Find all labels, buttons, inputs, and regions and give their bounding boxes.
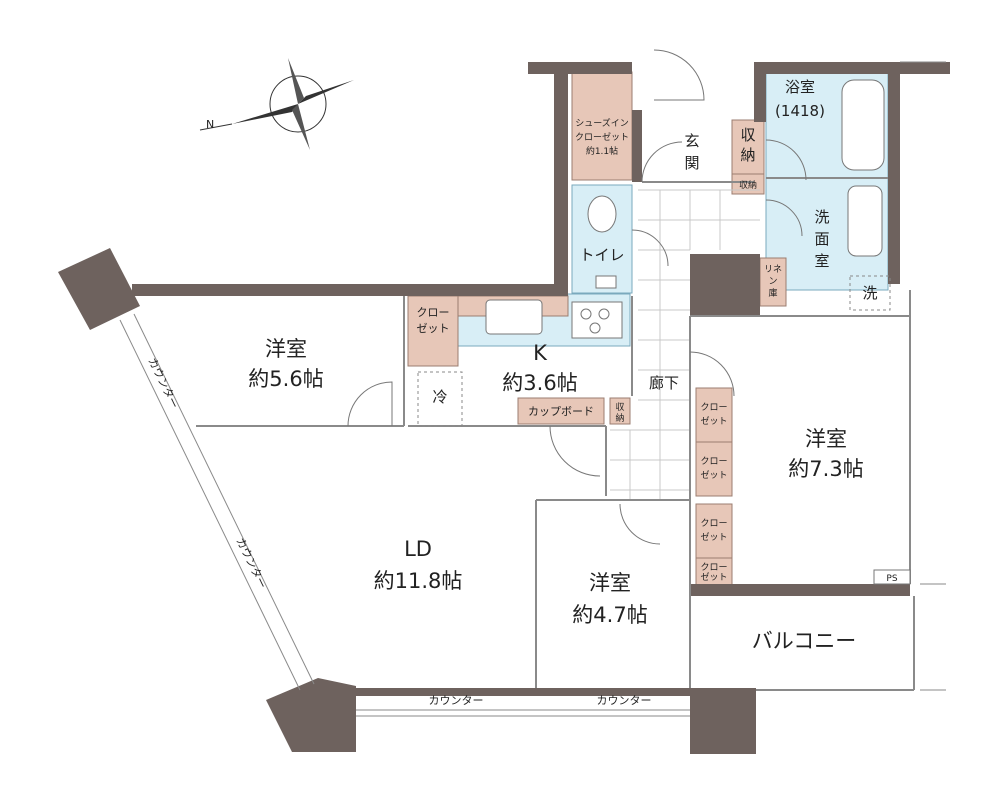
- closet-v2-line1: クロー: [700, 456, 727, 467]
- north-label: N: [206, 118, 214, 131]
- storage-big-line2: 納: [740, 146, 755, 164]
- room-hallway-name: 廊下: [649, 374, 679, 392]
- storage-tiny-line1: 収: [615, 401, 624, 413]
- room-ld-name: LD: [404, 537, 432, 561]
- storage-tiny: [609, 397, 631, 425]
- closet-v3-line1: クロー: [700, 518, 727, 529]
- storage-big: [731, 119, 765, 175]
- storage-small: [731, 173, 765, 195]
- closet-a-line2: ゼット: [417, 322, 450, 335]
- closet-v2: [695, 441, 733, 497]
- room-western-47-size: 約4.7帖: [572, 603, 647, 627]
- closet-v1-line1: クロー: [700, 402, 727, 413]
- closet-a-line1: クロー: [417, 306, 450, 319]
- fixtures: [417, 79, 911, 585]
- washroom-line3: 室: [814, 252, 829, 270]
- washroom-line1: 洗: [814, 208, 829, 226]
- linen-line3: 庫: [768, 287, 777, 299]
- washroom-line2: 面: [814, 230, 829, 248]
- hallway-tiles: [610, 189, 760, 500]
- room-kitchen-name: K: [533, 341, 548, 365]
- closet-v3-line2: ゼット: [700, 531, 727, 543]
- shoes-closet-line3: 約1.1帖: [586, 145, 618, 157]
- closet-v3: [695, 503, 733, 559]
- storage-tiny-line2: 納: [615, 412, 624, 424]
- counter-label-4: カウンター: [597, 694, 652, 707]
- linen-line2: ン: [768, 277, 777, 287]
- closet-v1: [695, 387, 733, 443]
- shoes-closet-line1: シューズイン: [575, 117, 629, 129]
- fridge-label: 冷: [432, 388, 447, 406]
- compass-icon: N: [199, 58, 354, 150]
- room-western-47-name: 洋室: [589, 571, 631, 595]
- entrance-line2: 関: [684, 154, 699, 172]
- linen-closet: [759, 257, 787, 307]
- room-western-56-size: 約5.6帖: [248, 367, 323, 391]
- room-western-56-name: 洋室: [265, 337, 307, 361]
- shoes-closet-line2: クローゼット: [575, 131, 629, 143]
- storage-small-label: 収納: [739, 179, 757, 191]
- room-bath-name: 浴室: [785, 78, 815, 96]
- storage-big-line1: 収: [740, 126, 755, 144]
- linen-line1: リネ: [764, 264, 782, 275]
- entrance-line1: 玄: [684, 132, 699, 150]
- room-ld-size: 約11.8帖: [374, 569, 463, 593]
- closet-small-line2: ゼット: [700, 571, 727, 583]
- room-western-73-name: 洋室: [805, 427, 847, 451]
- room-kitchen-size: 約3.6帖: [502, 371, 577, 395]
- room-balcony-name: バルコニー: [752, 629, 857, 653]
- room-bath-size: (1418): [775, 102, 825, 120]
- counter-label-3: カウンター: [429, 694, 484, 707]
- washer-label: 洗: [862, 284, 877, 302]
- closet-k: [407, 295, 459, 367]
- closet-small: [695, 557, 733, 587]
- closet-v1-line2: ゼット: [700, 415, 727, 427]
- walls: [58, 62, 950, 754]
- closet-small-line1: クロー: [700, 562, 727, 573]
- cupboard-label: カップボード: [528, 405, 594, 418]
- doors: [347, 49, 807, 545]
- ps-label: PS: [886, 574, 897, 584]
- closet-v2-line2: ゼット: [700, 469, 727, 481]
- room-western-73-size: 約7.3帖: [788, 457, 863, 481]
- room-toilet-name: トイレ: [579, 246, 624, 264]
- cupboard: [517, 397, 605, 425]
- shoes-closet: [571, 71, 633, 181]
- interior-walls: [119, 61, 946, 717]
